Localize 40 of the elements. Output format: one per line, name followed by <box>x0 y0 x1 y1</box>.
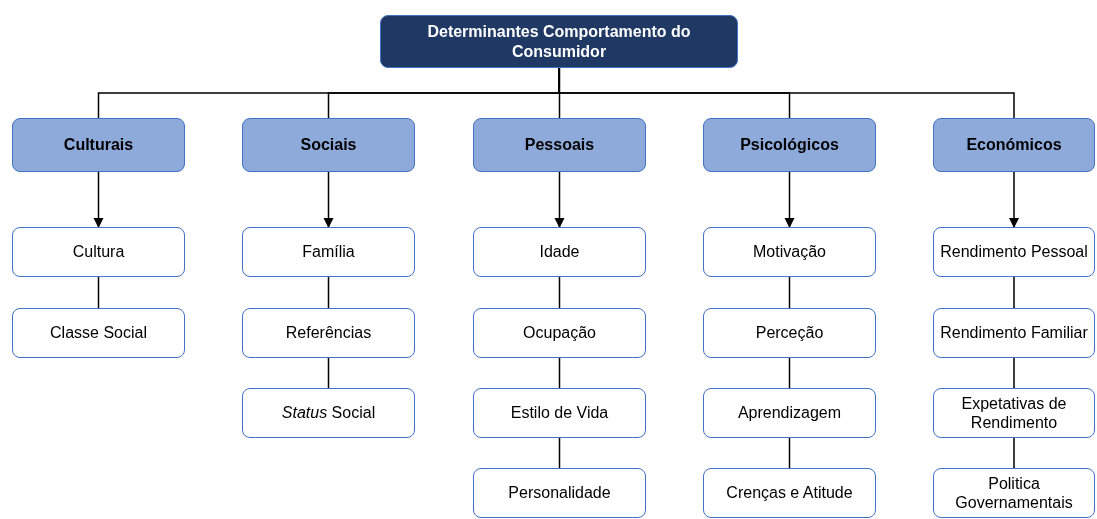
connector-line <box>788 437 791 469</box>
category-box: Culturais <box>12 118 185 172</box>
item-box: Expetativas de Rendimento <box>933 388 1095 438</box>
item-box: Estilo de Vida <box>473 388 646 438</box>
item-box: Aprendizagem <box>703 388 876 438</box>
connector-line <box>788 276 791 309</box>
item-box: Ocupação <box>473 308 646 358</box>
connector-line <box>558 437 561 469</box>
category-box: Sociais <box>242 118 415 172</box>
arrow <box>93 171 104 229</box>
connector-line <box>558 276 561 309</box>
item-box: Referências <box>242 308 415 358</box>
connector-line <box>327 357 330 389</box>
connector-line <box>97 276 100 309</box>
category-box: Pessoais <box>473 118 646 172</box>
arrow <box>323 171 334 229</box>
item-box: Motivação <box>703 227 876 277</box>
item-box: Crenças e Atitude <box>703 468 876 518</box>
item-box: Família <box>242 227 415 277</box>
connector-line <box>327 276 330 309</box>
item-box: Personalidade <box>473 468 646 518</box>
connector-line <box>788 357 791 389</box>
category-box: Psicológicos <box>703 118 876 172</box>
item-box: Politica Governamentais <box>933 468 1095 518</box>
item-box: Perceção <box>703 308 876 358</box>
arrow <box>784 171 795 229</box>
root-box: Determinantes Comportamento do Consumidor <box>380 15 738 68</box>
arrow <box>1008 171 1020 229</box>
item-box: Rendimento Pessoal <box>933 227 1095 277</box>
connector-line <box>1013 357 1015 389</box>
item-box: Rendimento Familiar <box>933 308 1095 358</box>
connector-line <box>558 357 561 389</box>
connector-line <box>1013 276 1015 309</box>
connector-line <box>1013 437 1015 469</box>
item-box: Cultura <box>12 227 185 277</box>
arrow <box>554 171 565 229</box>
item-box: Status Social <box>242 388 415 438</box>
item-box: Idade <box>473 227 646 277</box>
category-box: Económicos <box>933 118 1095 172</box>
item-box: Classe Social <box>12 308 185 358</box>
